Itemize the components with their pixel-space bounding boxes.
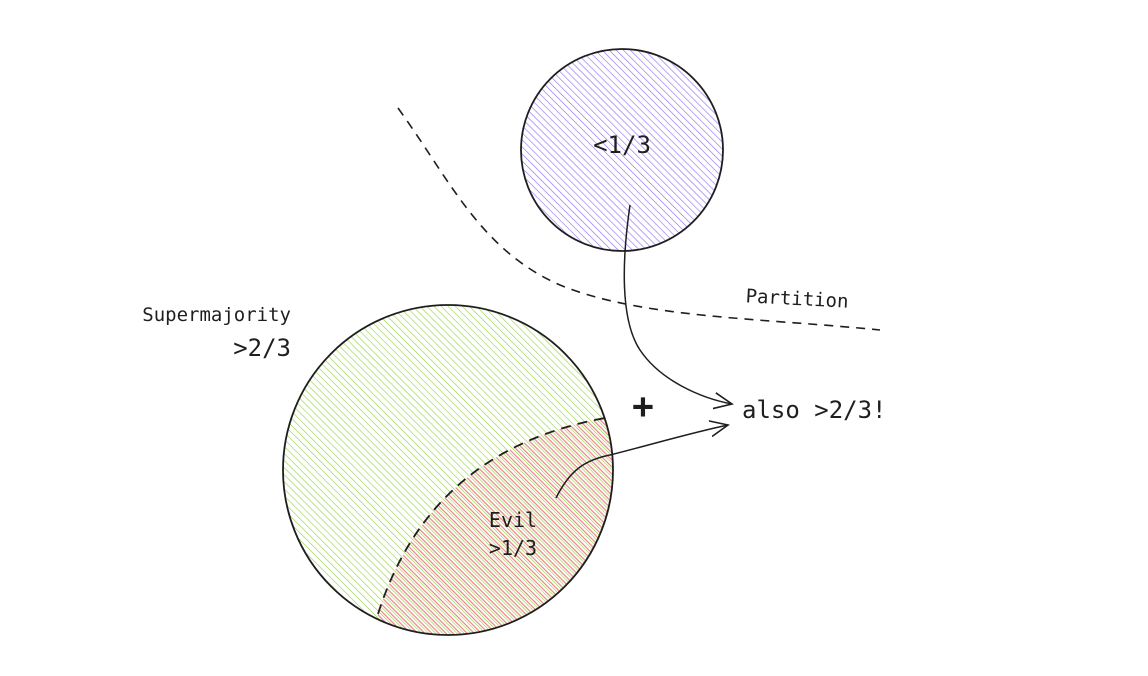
result-label: also >2/3! [742,396,887,424]
minority-circle [520,48,724,252]
partition-line [397,107,881,331]
supermajority-label: Supermajority [142,304,291,326]
minority-label: <1/3 [593,131,651,159]
supermajority-circle [282,304,614,636]
evil-label: Evil [489,508,537,532]
supermajority-value: >2/3 [233,334,291,362]
evil-boundary [377,417,606,615]
partition-label: Partition [745,285,849,312]
arrow-evil-to-result [555,425,728,499]
arrow-minority-to-result [623,204,732,404]
plus-sign: + [632,386,654,427]
evil-value: >1/3 [489,536,537,560]
